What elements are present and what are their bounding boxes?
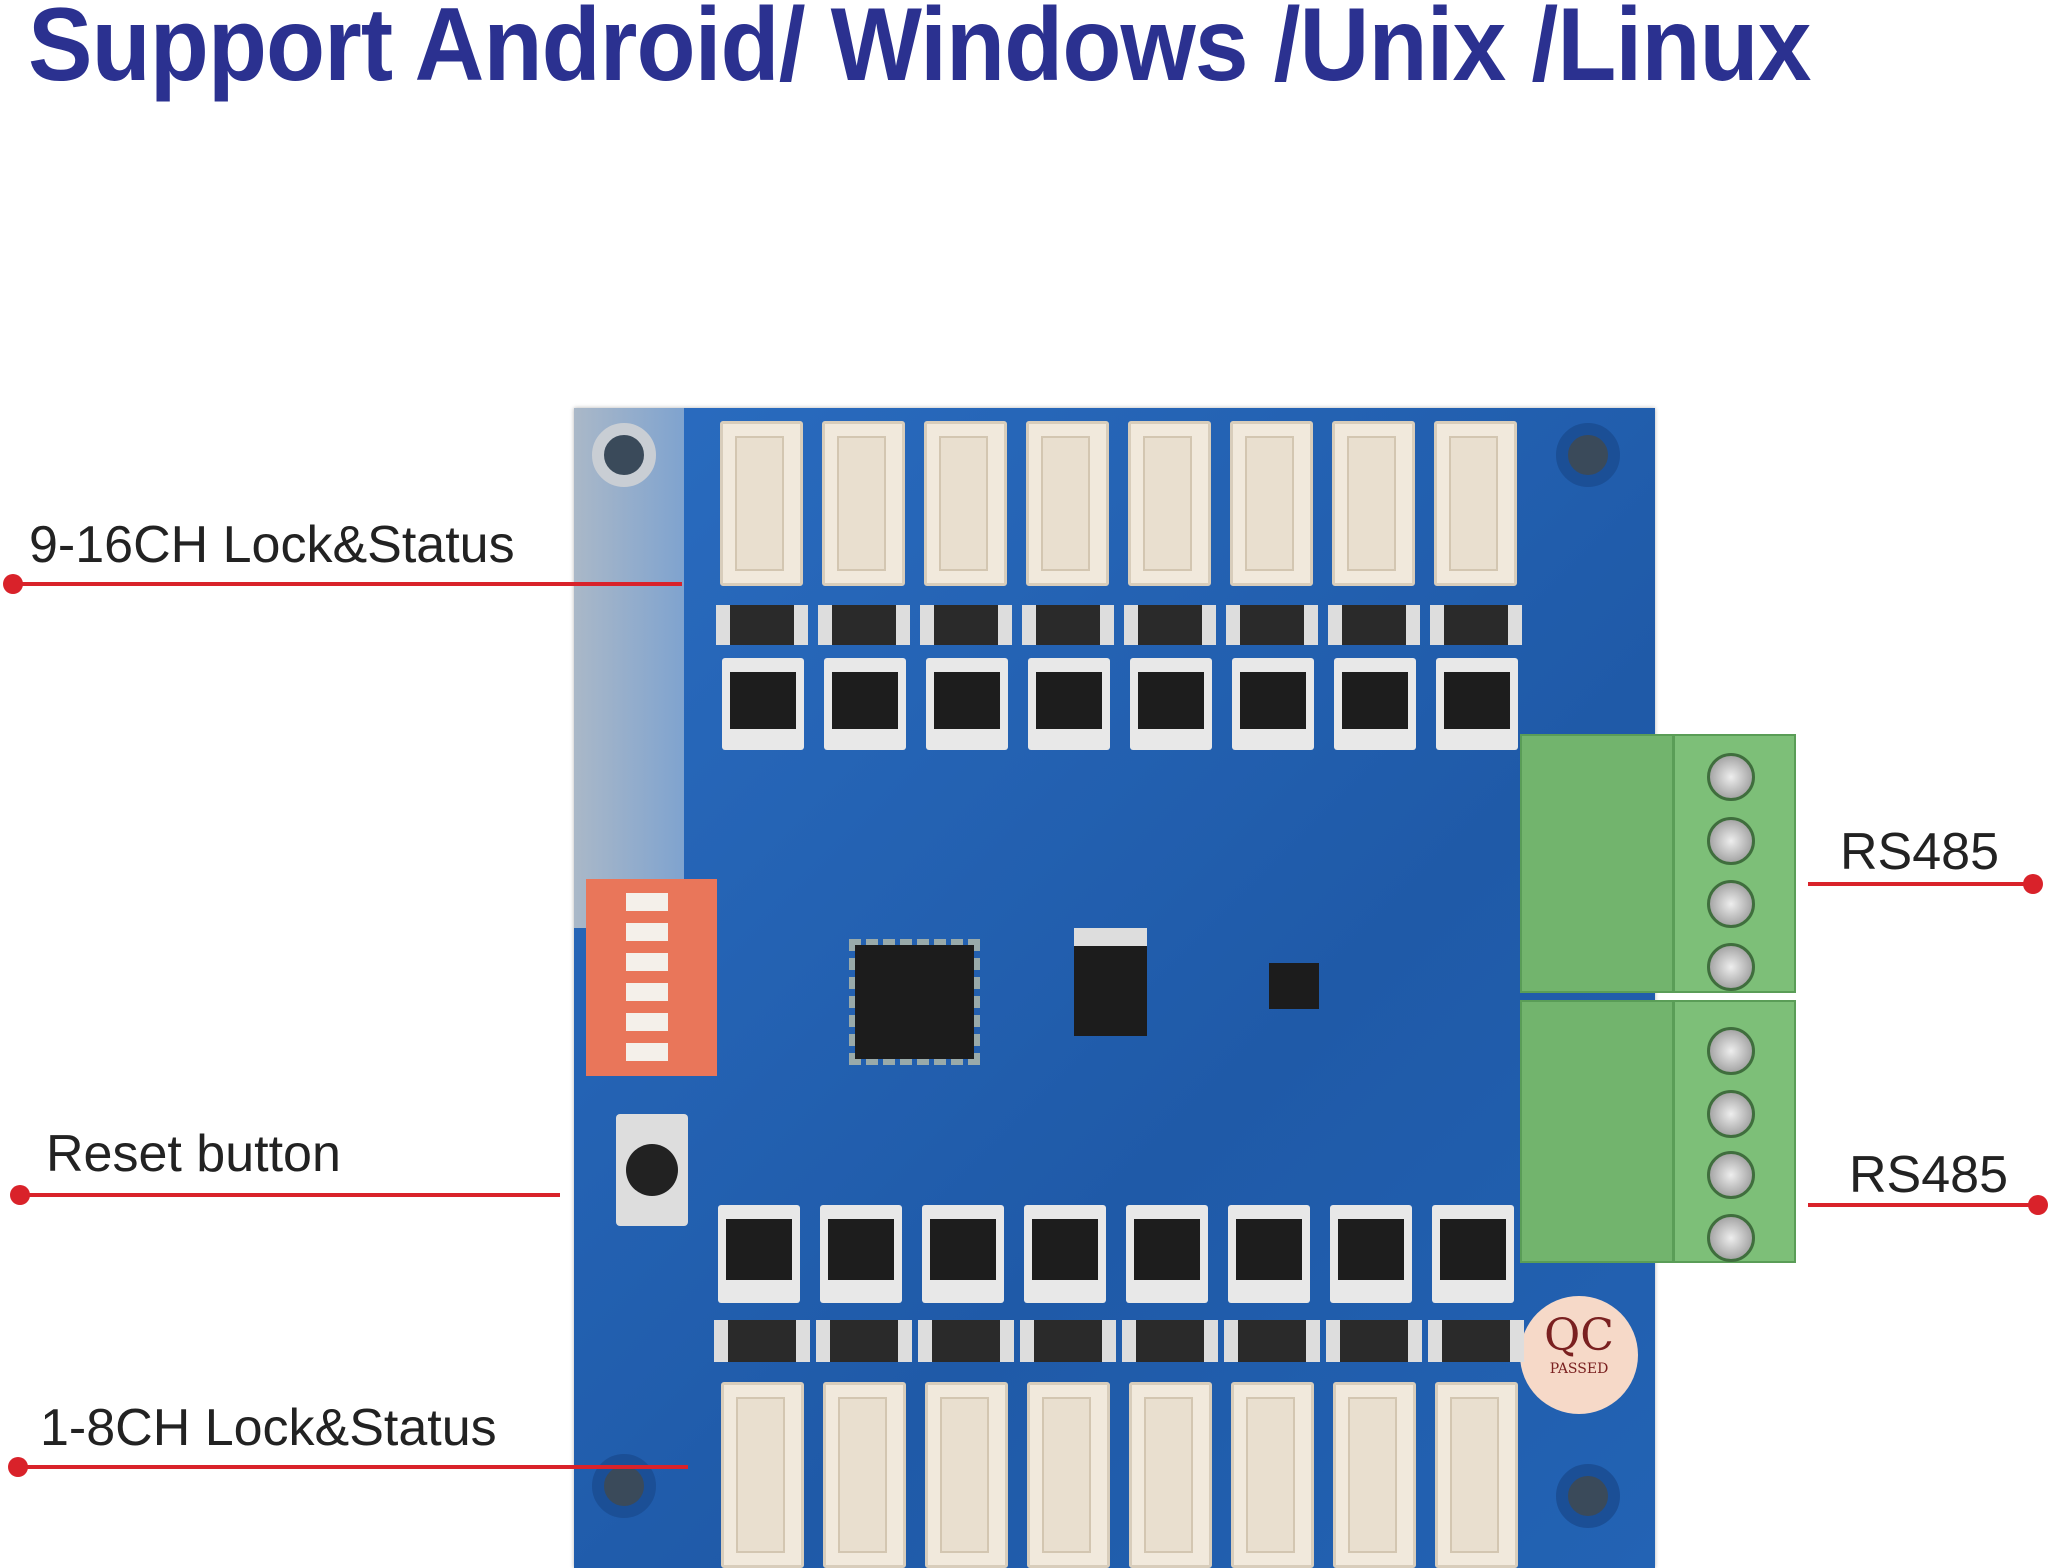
- terminal-screw[interactable]: [1707, 1151, 1755, 1199]
- reset-button[interactable]: [616, 1114, 688, 1226]
- mosfet: [922, 1205, 1004, 1303]
- rs485-terminal-block-1[interactable]: [1520, 734, 1796, 993]
- mosfet: [820, 1205, 902, 1303]
- diode: [1328, 605, 1420, 645]
- callout-label-reset: Reset button: [46, 1125, 341, 1183]
- dip-switch-lever[interactable]: [626, 1043, 668, 1061]
- diode: [714, 1320, 810, 1362]
- top-connector[interactable]: [1128, 421, 1211, 586]
- diode: [1020, 1320, 1116, 1362]
- top-connector[interactable]: [1026, 421, 1109, 586]
- diode: [1428, 1320, 1524, 1362]
- callout-label-rs485-2: RS485: [1849, 1146, 2008, 1204]
- terminal-plug-body: [1522, 1002, 1675, 1261]
- terminal-screw[interactable]: [1707, 1214, 1755, 1262]
- top-connector[interactable]: [1434, 421, 1517, 586]
- mosfet: [1228, 1205, 1310, 1303]
- top-connector[interactable]: [822, 421, 905, 586]
- callout-line: [18, 1465, 688, 1469]
- callout-dot: [3, 574, 23, 594]
- board-edge-strip: [574, 408, 684, 928]
- mounting-hole: [1556, 1464, 1620, 1528]
- terminal-screw[interactable]: [1707, 943, 1755, 991]
- callout-line: [1808, 1203, 2038, 1207]
- mosfet: [1436, 658, 1518, 750]
- diode: [1326, 1320, 1422, 1362]
- bottom-connector[interactable]: [1129, 1382, 1212, 1568]
- dip-switch-lever[interactable]: [626, 923, 668, 941]
- dip-switch[interactable]: [586, 879, 717, 1076]
- callout-dot: [10, 1185, 30, 1205]
- terminal-screw[interactable]: [1707, 817, 1755, 865]
- callout-label-1-8ch: 1-8CH Lock&Status: [40, 1399, 497, 1457]
- mosfet: [1334, 658, 1416, 750]
- bottom-connector[interactable]: [1435, 1382, 1518, 1568]
- top-connector[interactable]: [924, 421, 1007, 586]
- diode: [918, 1320, 1014, 1362]
- bottom-connector[interactable]: [823, 1382, 906, 1568]
- mounting-hole: [592, 1454, 656, 1518]
- diode: [1430, 605, 1522, 645]
- terminal-screw[interactable]: [1707, 1090, 1755, 1138]
- callout-line: [20, 1193, 560, 1197]
- callout-label-rs485-1: RS485: [1840, 823, 1999, 881]
- bottom-connector[interactable]: [1231, 1382, 1314, 1568]
- voltage-regulator: [1074, 928, 1147, 1036]
- top-connector[interactable]: [1332, 421, 1415, 586]
- diode: [816, 1320, 912, 1362]
- qc-passed-sticker: QC PASSED: [1520, 1296, 1638, 1414]
- diode: [1022, 605, 1114, 645]
- dip-switch-lever[interactable]: [626, 1013, 668, 1031]
- rs485-transceiver-chip: [1269, 963, 1319, 1009]
- diode: [920, 605, 1012, 645]
- diode: [716, 605, 808, 645]
- bottom-connector[interactable]: [1333, 1382, 1416, 1568]
- top-connector[interactable]: [720, 421, 803, 586]
- diode: [1124, 605, 1216, 645]
- microcontroller-chip: [849, 939, 980, 1065]
- diode: [818, 605, 910, 645]
- terminal-screw[interactable]: [1707, 880, 1755, 928]
- callout-line: [13, 582, 682, 586]
- mosfet: [1130, 658, 1212, 750]
- mosfet: [1330, 1205, 1412, 1303]
- bottom-connector[interactable]: [721, 1382, 804, 1568]
- mosfet: [926, 658, 1008, 750]
- mosfet: [1232, 658, 1314, 750]
- mosfet: [1028, 658, 1110, 750]
- bottom-connector[interactable]: [925, 1382, 1008, 1568]
- terminal-plug-body: [1522, 736, 1675, 991]
- mounting-hole: [592, 423, 656, 487]
- dip-switch-lever[interactable]: [626, 953, 668, 971]
- dip-switch-lever[interactable]: [626, 983, 668, 1001]
- pcb-board: QC PASSED: [574, 408, 1655, 1568]
- rs485-terminal-block-2[interactable]: [1520, 1000, 1796, 1263]
- qc-text: QC: [1544, 1310, 1614, 1361]
- callout-line: [1808, 882, 2033, 886]
- qc-passed-text: PASSED: [1549, 1361, 1609, 1377]
- mosfet: [718, 1205, 800, 1303]
- top-connector[interactable]: [1230, 421, 1313, 586]
- page-title: Support Android/ Windows /Unix /Linux: [28, 0, 1811, 103]
- terminal-screw[interactable]: [1707, 753, 1755, 801]
- diode: [1226, 605, 1318, 645]
- mosfet: [824, 658, 906, 750]
- mounting-hole: [1556, 423, 1620, 487]
- callout-label-9-16ch: 9-16CH Lock&Status: [29, 516, 515, 574]
- diode: [1122, 1320, 1218, 1362]
- callout-dot: [2028, 1195, 2048, 1215]
- bottom-connector[interactable]: [1027, 1382, 1110, 1568]
- diode: [1224, 1320, 1320, 1362]
- callout-dot: [8, 1457, 28, 1477]
- terminal-screw[interactable]: [1707, 1027, 1755, 1075]
- mosfet: [1432, 1205, 1514, 1303]
- mosfet: [722, 658, 804, 750]
- mosfet: [1024, 1205, 1106, 1303]
- callout-dot: [2023, 874, 2043, 894]
- mosfet: [1126, 1205, 1208, 1303]
- dip-switch-lever[interactable]: [626, 893, 668, 911]
